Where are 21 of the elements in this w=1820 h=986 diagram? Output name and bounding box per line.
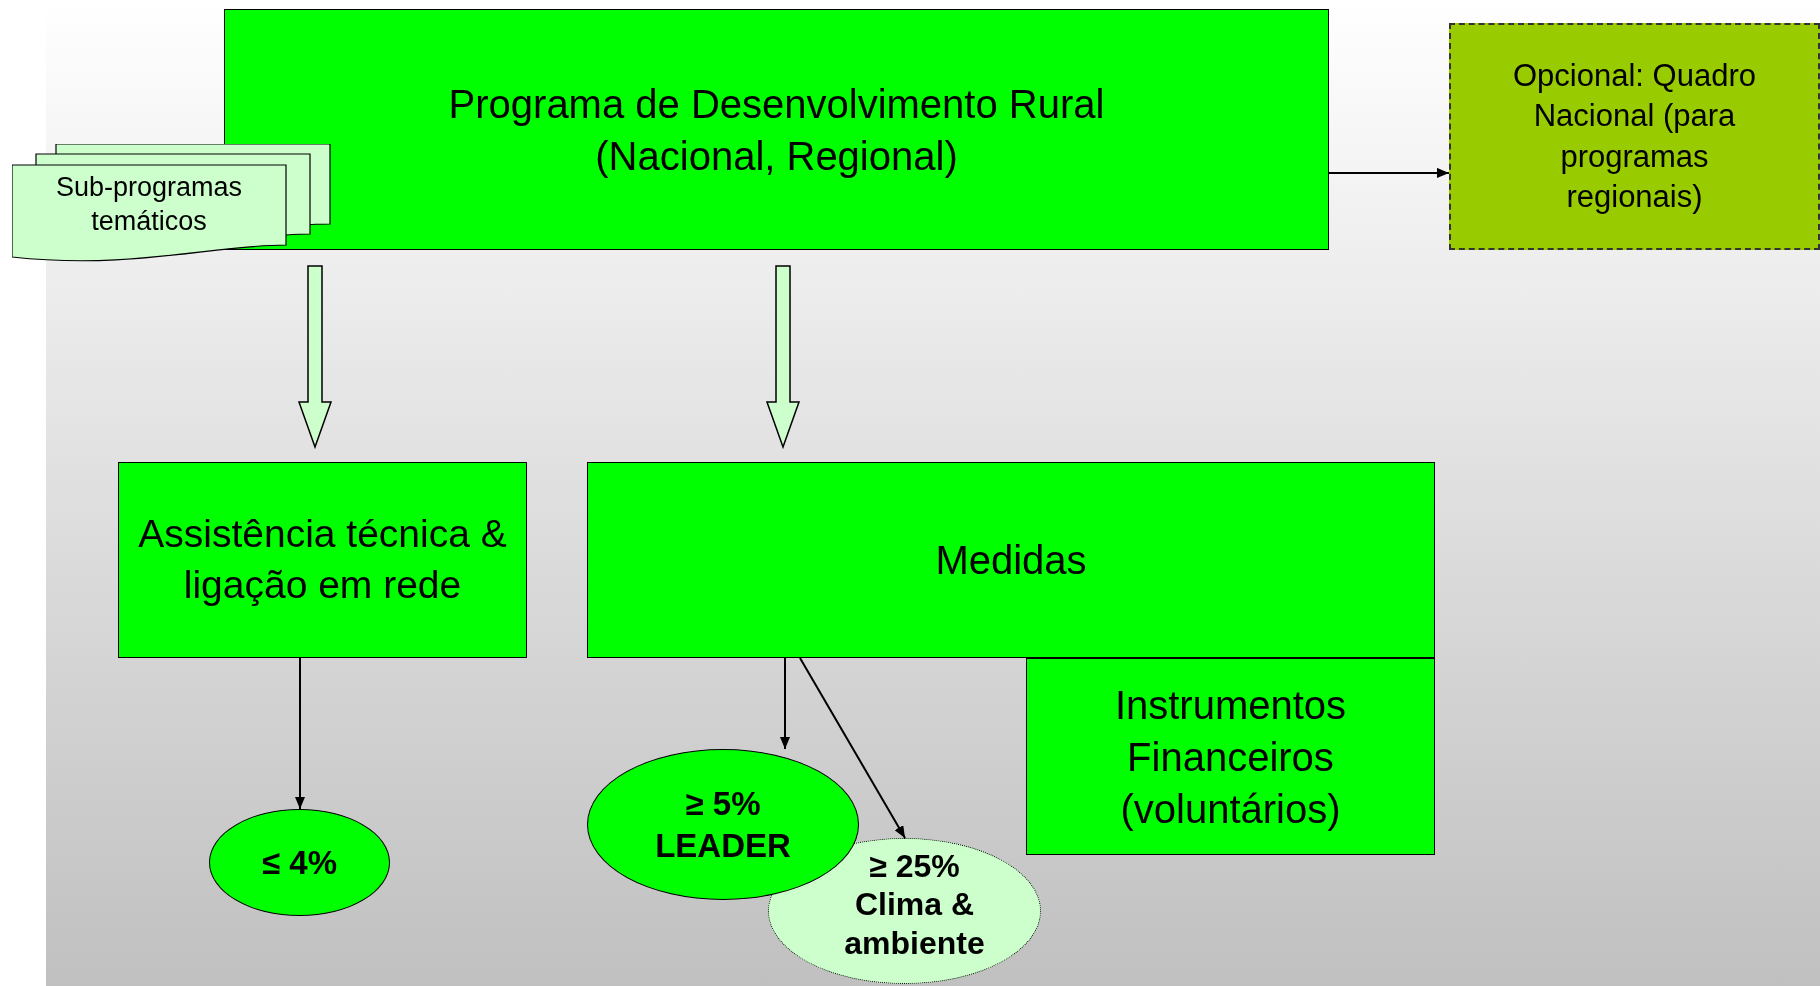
- label: Sub-programas temáticos: [54, 171, 244, 238]
- label: Opcional: Quadro Nacional (para programas regionais): [1512, 56, 1757, 216]
- arrow: [780, 657, 790, 750]
- block-arrow: [765, 265, 801, 450]
- process-box: [587, 462, 1435, 658]
- label: LEADER: [655, 825, 791, 866]
- block-arrow: [297, 265, 333, 450]
- label: Assistência técnica & ligação em rede: [137, 511, 508, 608]
- arrow: [1328, 167, 1450, 178]
- process-box: [118, 462, 527, 658]
- label: ≥ 25%: [869, 847, 960, 886]
- dashed-box: [1449, 23, 1820, 250]
- arrow: [799, 657, 906, 839]
- process-box: [1026, 658, 1435, 855]
- label: Clima & ambiente: [843, 885, 986, 963]
- label: ≤ 4%: [262, 842, 337, 883]
- label: Instrumentos Financeiros (voluntários): [1113, 681, 1348, 833]
- arrow: [295, 657, 305, 810]
- label: ≥ 5%: [685, 784, 761, 825]
- label: Programa de Desenvolvimento Rural (Nacional, Regional): [447, 80, 1106, 180]
- label: Medidas: [935, 537, 1087, 584]
